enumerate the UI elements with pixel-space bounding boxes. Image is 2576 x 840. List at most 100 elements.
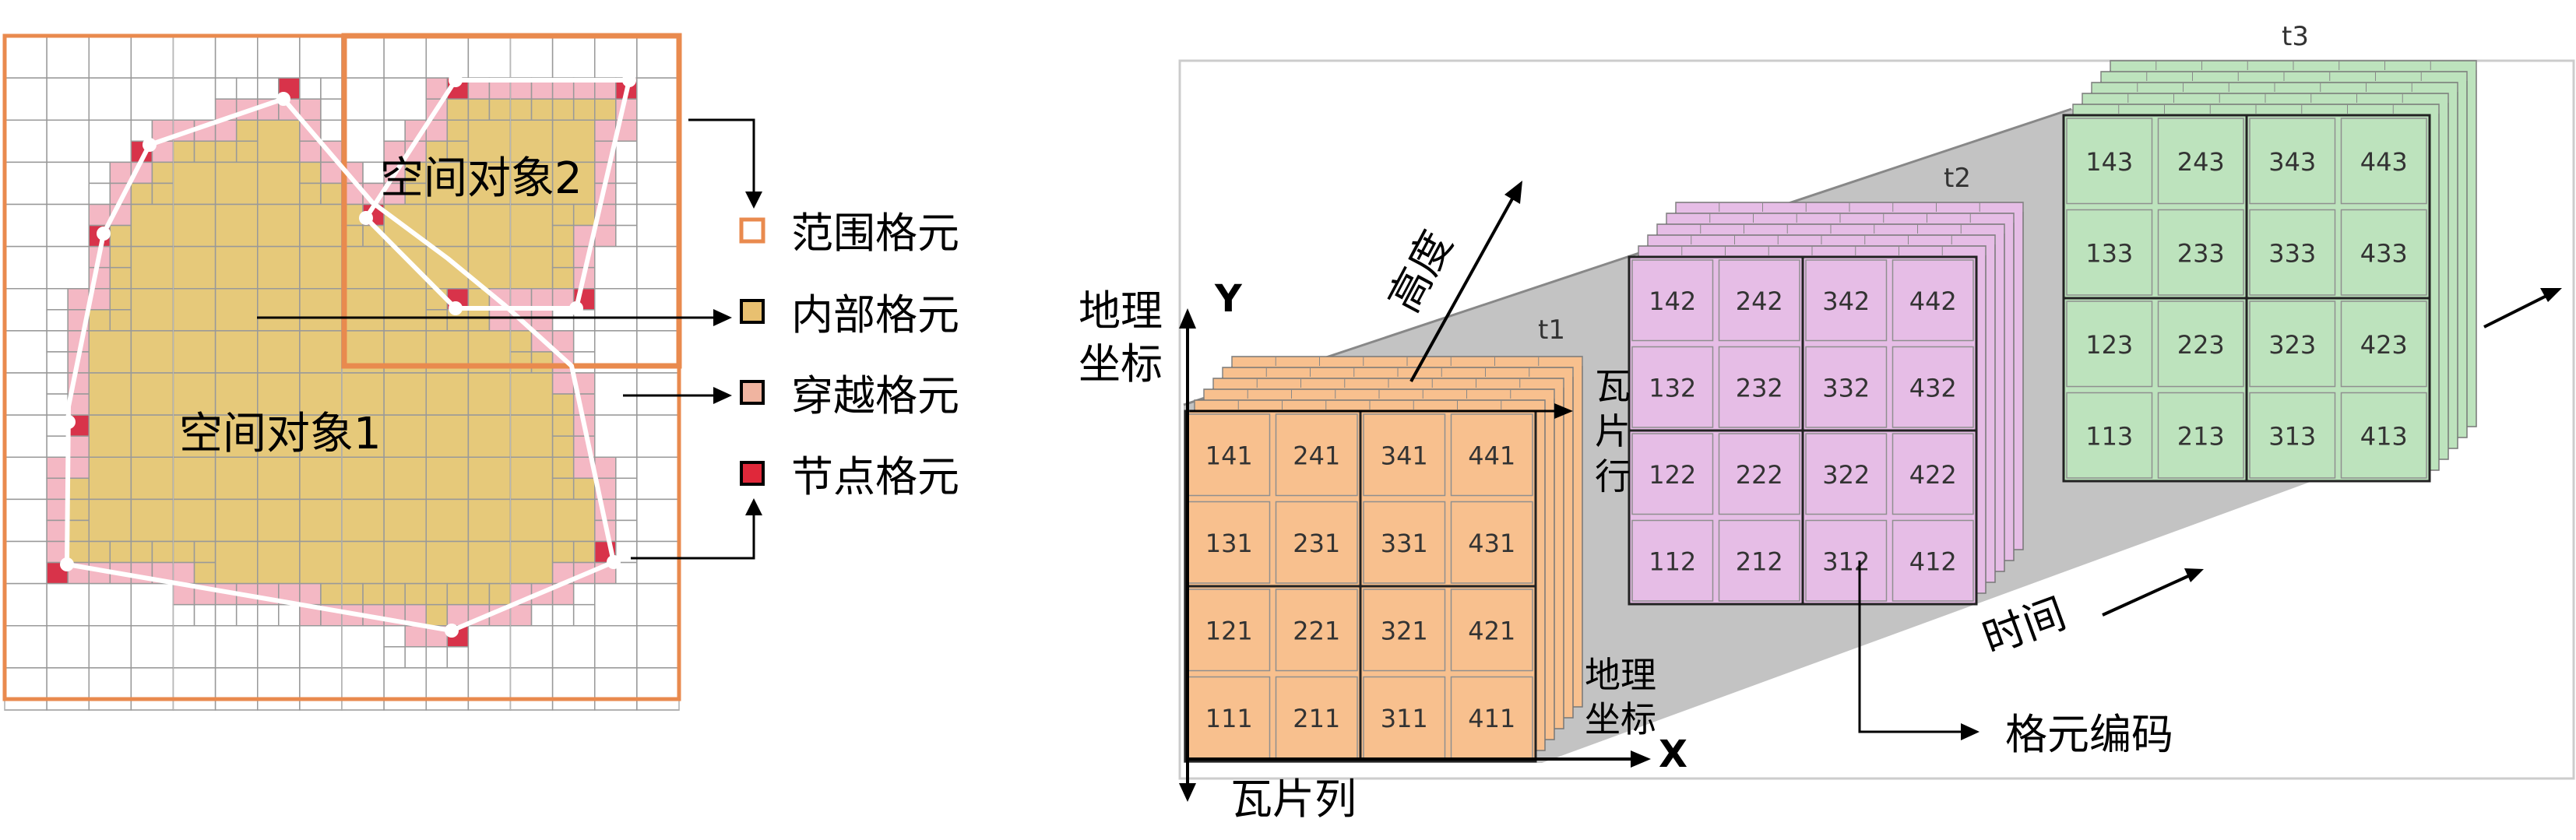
grid-cell-crossing [299, 140, 322, 163]
time-label: 时间 [1976, 589, 2072, 663]
grid-cell-empty [467, 35, 512, 79]
grid-cell-interior [425, 372, 470, 416]
grid-cell-empty [636, 540, 680, 585]
cell-code-text: 221 [1293, 616, 1340, 645]
grid-cell-empty [467, 667, 512, 711]
grid-cell-interior [130, 182, 153, 206]
grid-cell-interior [551, 540, 575, 564]
grid-cell-empty [172, 667, 216, 711]
cell-code-text: 122 [1649, 460, 1696, 490]
tile-cell [1892, 259, 1974, 342]
vertex-node [622, 73, 636, 87]
grid-cell-interior [109, 540, 132, 564]
vertex-node [359, 211, 373, 225]
vertex-node [60, 557, 74, 571]
legend-swatch-node [740, 461, 765, 486]
cell-code-text: 321 [1381, 616, 1428, 645]
cell-code-text: 123 [2085, 330, 2133, 360]
grid-cell-empty [615, 498, 638, 522]
time-layer-label: t1 [1538, 315, 1565, 346]
grid-cell-empty [636, 498, 680, 543]
arrowhead [745, 192, 762, 209]
tile-cell [2066, 392, 2153, 479]
grid-cell-interior [214, 140, 238, 163]
cell-code-leader [1858, 561, 1962, 733]
grid-cell-empty [235, 603, 259, 627]
legend-label-extent: 范围格元 [791, 209, 959, 258]
grid-cell-crossing [109, 161, 132, 185]
grid-cell-interior [193, 561, 216, 585]
grid-cell-empty [172, 603, 195, 627]
grid-cell-empty [46, 35, 90, 79]
grid-cell-interior [67, 519, 90, 543]
grid-cell-interior [299, 540, 343, 585]
grid-cell-empty [636, 203, 680, 248]
cell-code-text: 433 [2360, 238, 2408, 268]
grid-cell-interior [425, 540, 470, 585]
cell-code-text: 132 [1649, 373, 1696, 402]
grid-cell-empty [383, 646, 406, 669]
arrowhead [1554, 403, 1573, 419]
tile-cell [1631, 346, 1714, 428]
grid-cell-empty [4, 540, 48, 585]
arrowhead [2540, 288, 2562, 302]
grid-cell-crossing [299, 582, 322, 606]
grid-cell-empty [4, 245, 48, 290]
grid-cell-empty [509, 625, 554, 669]
tile-cell [1450, 501, 1533, 584]
grid-cell-empty [46, 582, 90, 627]
object2-vertices [359, 73, 636, 315]
cell-code-text: 113 [2085, 421, 2133, 451]
grid-cell-interior [172, 161, 216, 206]
cell-code-label: 格元编码 [2005, 710, 2173, 759]
cell-code-text: 423 [2360, 330, 2408, 360]
cell-code-text: 342 [1822, 286, 1870, 316]
vertex-node [449, 301, 463, 315]
grid-cell-interior [404, 582, 427, 606]
grid-cell-interior [509, 245, 554, 290]
grid-cell-empty [615, 182, 638, 206]
cell-code-text: 142 [1649, 286, 1696, 316]
grid-cells [4, 35, 680, 711]
grid-cell-interior [257, 161, 301, 206]
cell-code-text: 311 [1381, 704, 1428, 733]
grid-cell-empty [214, 667, 259, 711]
tile-cell [2066, 301, 2153, 388]
tile-cell [2157, 209, 2244, 296]
grid-cell-empty [46, 77, 90, 121]
tile-cell [1892, 346, 1974, 428]
grid-cell-empty [636, 77, 680, 121]
grid-cell-interior [299, 456, 343, 501]
grid-cell-empty [4, 456, 48, 501]
grid-cell-crossing [594, 456, 617, 480]
grid-cell-interior [551, 119, 596, 163]
grid-cell-interior [572, 540, 596, 564]
grid-cell-interior [509, 330, 533, 353]
grid-cell-empty [636, 119, 680, 163]
grid-cell-interior [509, 540, 554, 585]
grid-cell-crossing [404, 625, 427, 648]
grid-cell-empty [46, 245, 90, 290]
grid-cell-empty [404, 646, 427, 669]
grid-cell-empty [172, 35, 216, 79]
grid-cell-empty [4, 161, 48, 206]
grid-cell-interior [214, 414, 259, 458]
grid-cell-empty [257, 77, 280, 100]
grid-cell-interior [130, 540, 153, 564]
grid-cell-empty [572, 351, 596, 374]
grid-cell-interior [109, 245, 132, 269]
grid-cell-empty [4, 625, 48, 669]
cell-code-text: 223 [2177, 330, 2225, 360]
arrowhead [1179, 308, 1196, 329]
grid-cell-interior [130, 203, 174, 248]
grid-cell-empty [615, 477, 638, 501]
grid-cell-interior [257, 288, 301, 332]
grid-cell-empty [594, 625, 638, 669]
grid-cell-empty [320, 98, 343, 121]
arrowhead [1179, 783, 1196, 802]
grid-cell-empty [320, 77, 343, 100]
vertex-node [607, 555, 621, 569]
vertex-node [97, 227, 111, 241]
panel-frame [1178, 59, 2575, 780]
